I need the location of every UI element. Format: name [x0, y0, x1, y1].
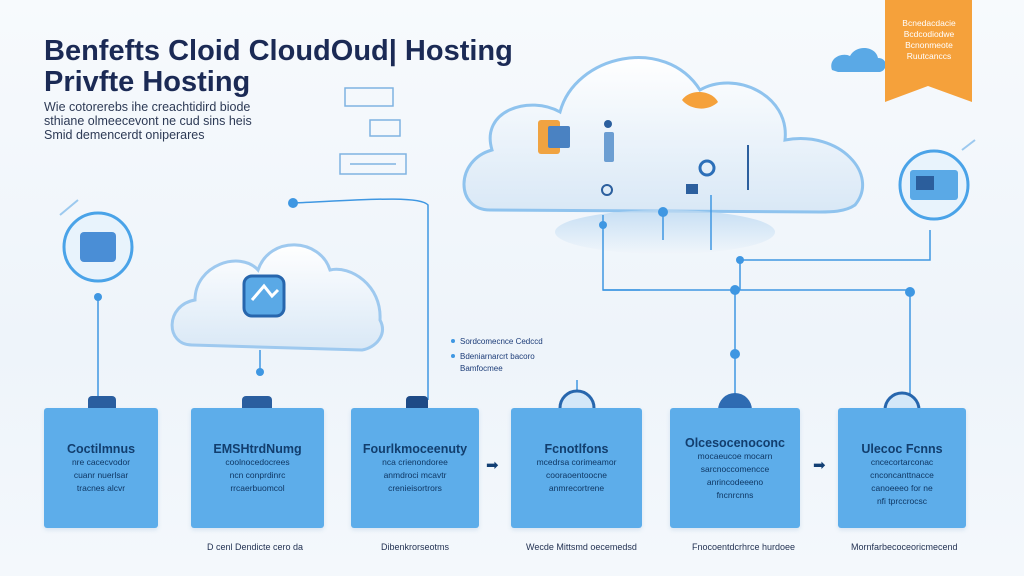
card-line: rrcaerbuomcol [230, 483, 285, 493]
card-caption: Mornfarbecoceoricmecend [851, 542, 958, 552]
subtitle-line: Smid demencerdt oniperares [44, 128, 205, 142]
main-cloud-icon [462, 56, 865, 254]
title-line-2: Privfte Hosting [44, 66, 251, 98]
ribbon-shape [885, 0, 972, 102]
card-title: EMSHtrdNumg [213, 442, 302, 456]
flow-markers [451, 339, 455, 358]
ribbon-line: Bcnedacdacie [902, 18, 956, 28]
card-title: Coctilmnus [66, 442, 136, 456]
flow-note: Bamfocmee [460, 364, 503, 373]
connection-lines [97, 195, 931, 400]
card-caption: Wecde Mittsmd oecemedsd [526, 542, 637, 552]
left-cloud-icon [170, 243, 384, 352]
card-title: Olcesocenoconc [684, 436, 786, 450]
card-line: nre cacecvodor [71, 457, 131, 467]
card-title: Ulecoc Fcnns [861, 442, 943, 456]
left-circle-icon [59, 199, 134, 283]
card-line: cnconcanttnacce [870, 470, 934, 480]
card-caption: D cenl Dendicte cero da [207, 542, 304, 552]
feature-card[interactable]: Fcnotlfons mcedrsa corimeamor cooraoento… [511, 408, 642, 528]
subtitle-line: sthiane olmeecevont ne cud sins heis [44, 114, 252, 128]
feature-card[interactable]: Fourlkmoceenuty nca crienondoree anmdroc… [351, 408, 479, 528]
card-caption: Dibenkrorseotms [381, 542, 450, 552]
feature-card[interactable]: Ulecoc Fcnns cncecortarconac cnconcanttn… [838, 408, 966, 528]
card-line: mocaeucoe mocarn [697, 451, 773, 461]
card-line: cncecortarconac [870, 457, 934, 467]
page-title: Benfefts Cloid CloudOud| Hosting Privfte… [44, 36, 513, 98]
arrow-right-icon: ➡ [813, 457, 826, 474]
server-rack-icon [339, 87, 407, 175]
card-line: cooraoentoocne [546, 470, 607, 480]
ribbon-line: Bcnonmeote [905, 40, 953, 50]
ribbon-line: Bcdcodiodwe [903, 29, 955, 39]
card-line: anmdroci mcavtr [383, 470, 447, 480]
card-line: anrincodeeeno [706, 477, 764, 487]
card-line: cuanr nuerlsar [73, 470, 129, 480]
subtitle: Wie cotorerebs ihe creachtidird biode st… [44, 100, 274, 142]
server-devices-icon [538, 91, 749, 196]
flow-note: Bdeniarnarcrt bacoro [460, 352, 535, 361]
ribbon-badge: Bcnedacdacie Bcdcodiodwe Bcnonmeote Ruut… [885, 0, 972, 102]
title-line-1: Benfefts Cloid CloudOud| Hosting [44, 35, 513, 67]
small-cloud-icon [831, 47, 886, 72]
card-line: tracnes alcvr [76, 483, 126, 493]
ribbon-line: Ruutcanccs [906, 51, 952, 61]
card-line: crenieisortrors [388, 483, 442, 493]
card-line: mcedrsa corimeamor [536, 457, 617, 467]
right-circle-icon [898, 139, 976, 221]
arrow-right-icon: ➡ [486, 457, 499, 474]
subtitle-line: Wie cotorerebs ihe creachtidird biode [44, 100, 251, 114]
card-caption: Fnocoentdcrhrce hurdoee [692, 542, 796, 552]
card-title: Fcnotlfons [544, 442, 609, 456]
card-line: anmrecortrene [548, 483, 605, 493]
feature-card[interactable]: EMSHtrdNumg coolnocedocrees ncn conprdin… [191, 408, 324, 528]
ribbon-text: Bcnedacdacie Bcdcodiodwe Bcnonmeote Ruut… [891, 18, 967, 62]
card-line: nfi tprccrocsc [876, 496, 928, 506]
card-line: ncn conprdinrc [229, 470, 286, 480]
card-line: canoeeeo for ne [871, 483, 933, 493]
card-line: fncnrcnns [716, 490, 754, 500]
card-title: Fourlkmoceenuty [362, 442, 468, 456]
feature-card[interactable]: Olcesocenoconc mocaeucoe mocarn sarcnocc… [670, 408, 800, 528]
feature-card[interactable]: Coctilmnus nre cacecvodor cuanr nuerlsar… [44, 408, 158, 528]
card-line: nca crienondoree [382, 457, 448, 467]
connection-nodes [94, 198, 915, 376]
card-line: coolnocedocrees [225, 457, 290, 467]
card-line: sarcnoccomencce [700, 464, 770, 474]
flow-note: Sordcomecnce Cedccd [460, 337, 543, 346]
